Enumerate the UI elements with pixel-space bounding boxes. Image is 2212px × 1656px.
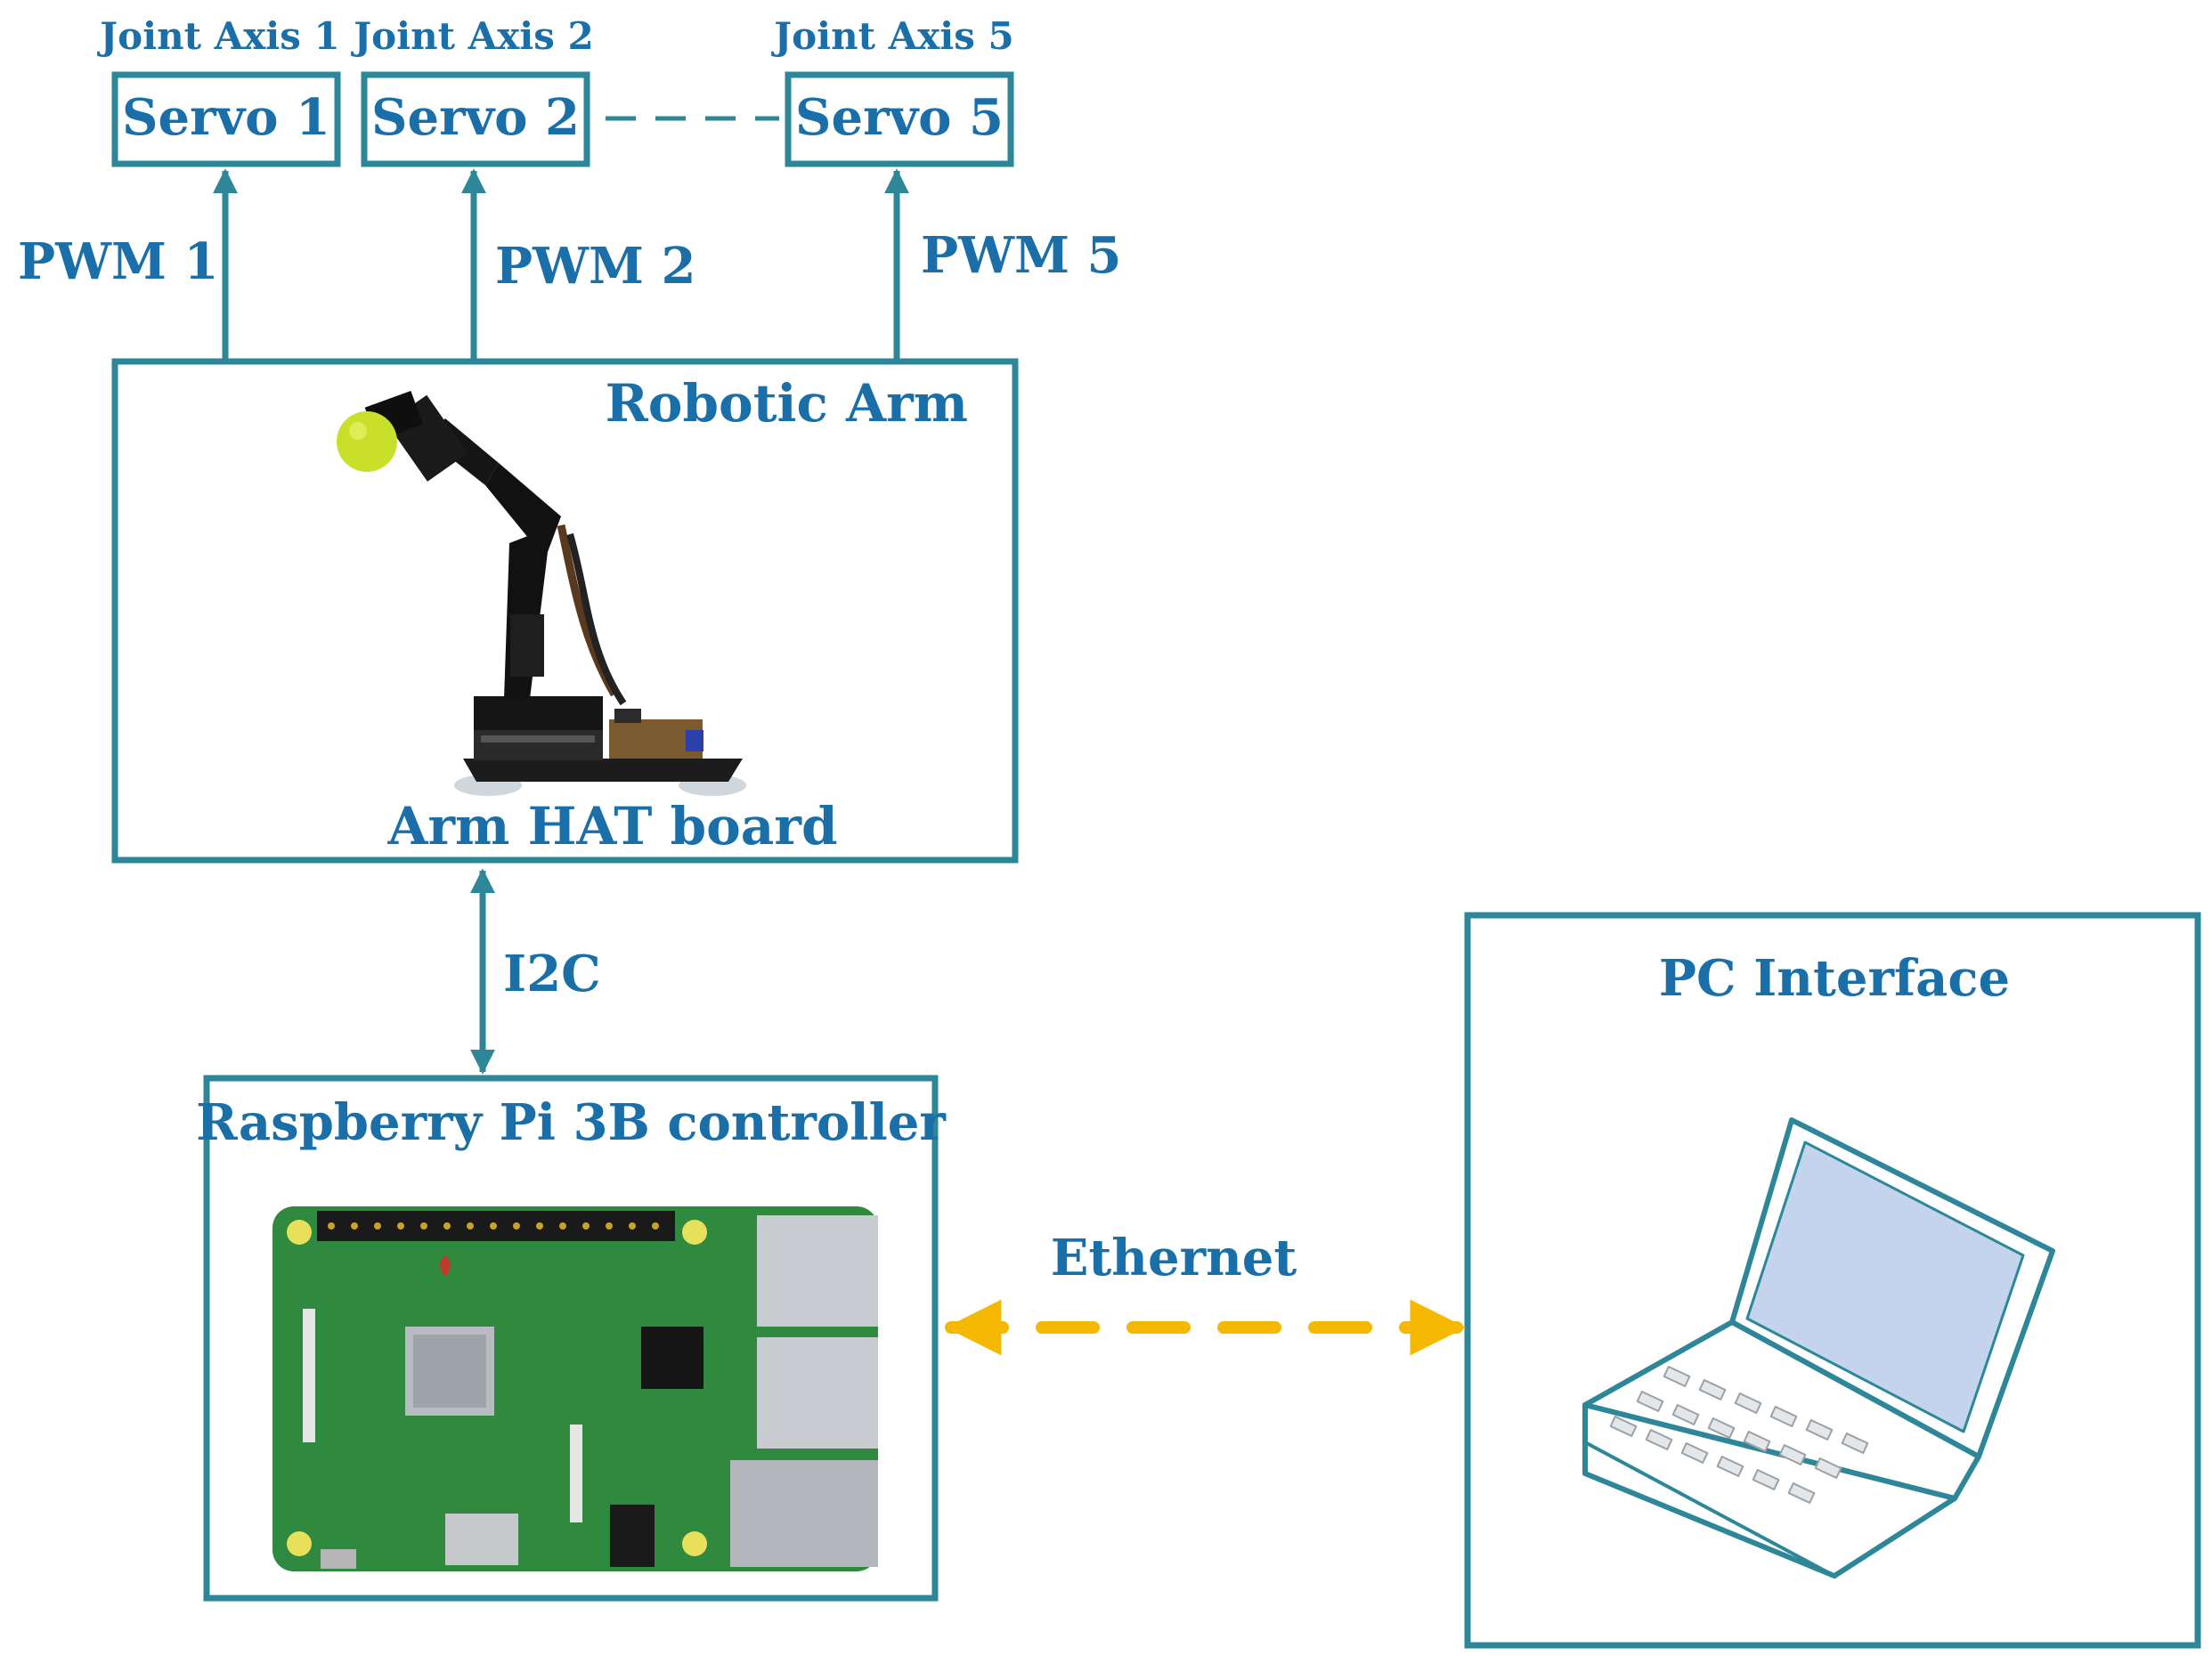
robotic-arm-box [111,358,1019,864]
joint-axis-5-label: Joint Axis 5 [770,14,1013,58]
joint-axis-1-label: Joint Axis 1 [96,14,339,58]
robotic-arm-title: Robotic Arm [606,373,968,434]
servo-5-label: Servo 5 [795,88,1004,147]
raspberry-pi-board-illustration [272,1206,878,1571]
robotic-arm-illustration [337,390,746,796]
servo-2-label: Servo 2 [371,88,580,147]
servo-1-box: Servo 1 [111,71,341,167]
servo-5-box: Servo 5 [785,71,1014,167]
laptop-illustration [1582,1117,2055,1579]
servo-1-label: Servo 1 [122,88,330,147]
arm-hat-board-label: Arm HAT board [386,796,837,856]
servo-2-box: Servo 2 [361,71,590,167]
ethernet-label: Ethernet [1051,1229,1297,1287]
joint-axis-2-label: Joint Axis 2 [350,14,593,58]
raspberry-pi-controller-title: Raspberry Pi 3B controller [196,1093,947,1152]
pwm-5-label: PWM 5 [921,226,1121,285]
pwm-1-label: PWM 1 [18,232,218,291]
pwm-2-label: PWM 2 [495,237,695,296]
i2c-label: I2C [503,945,601,1003]
pc-interface-title: PC Interface [1659,949,2010,1008]
